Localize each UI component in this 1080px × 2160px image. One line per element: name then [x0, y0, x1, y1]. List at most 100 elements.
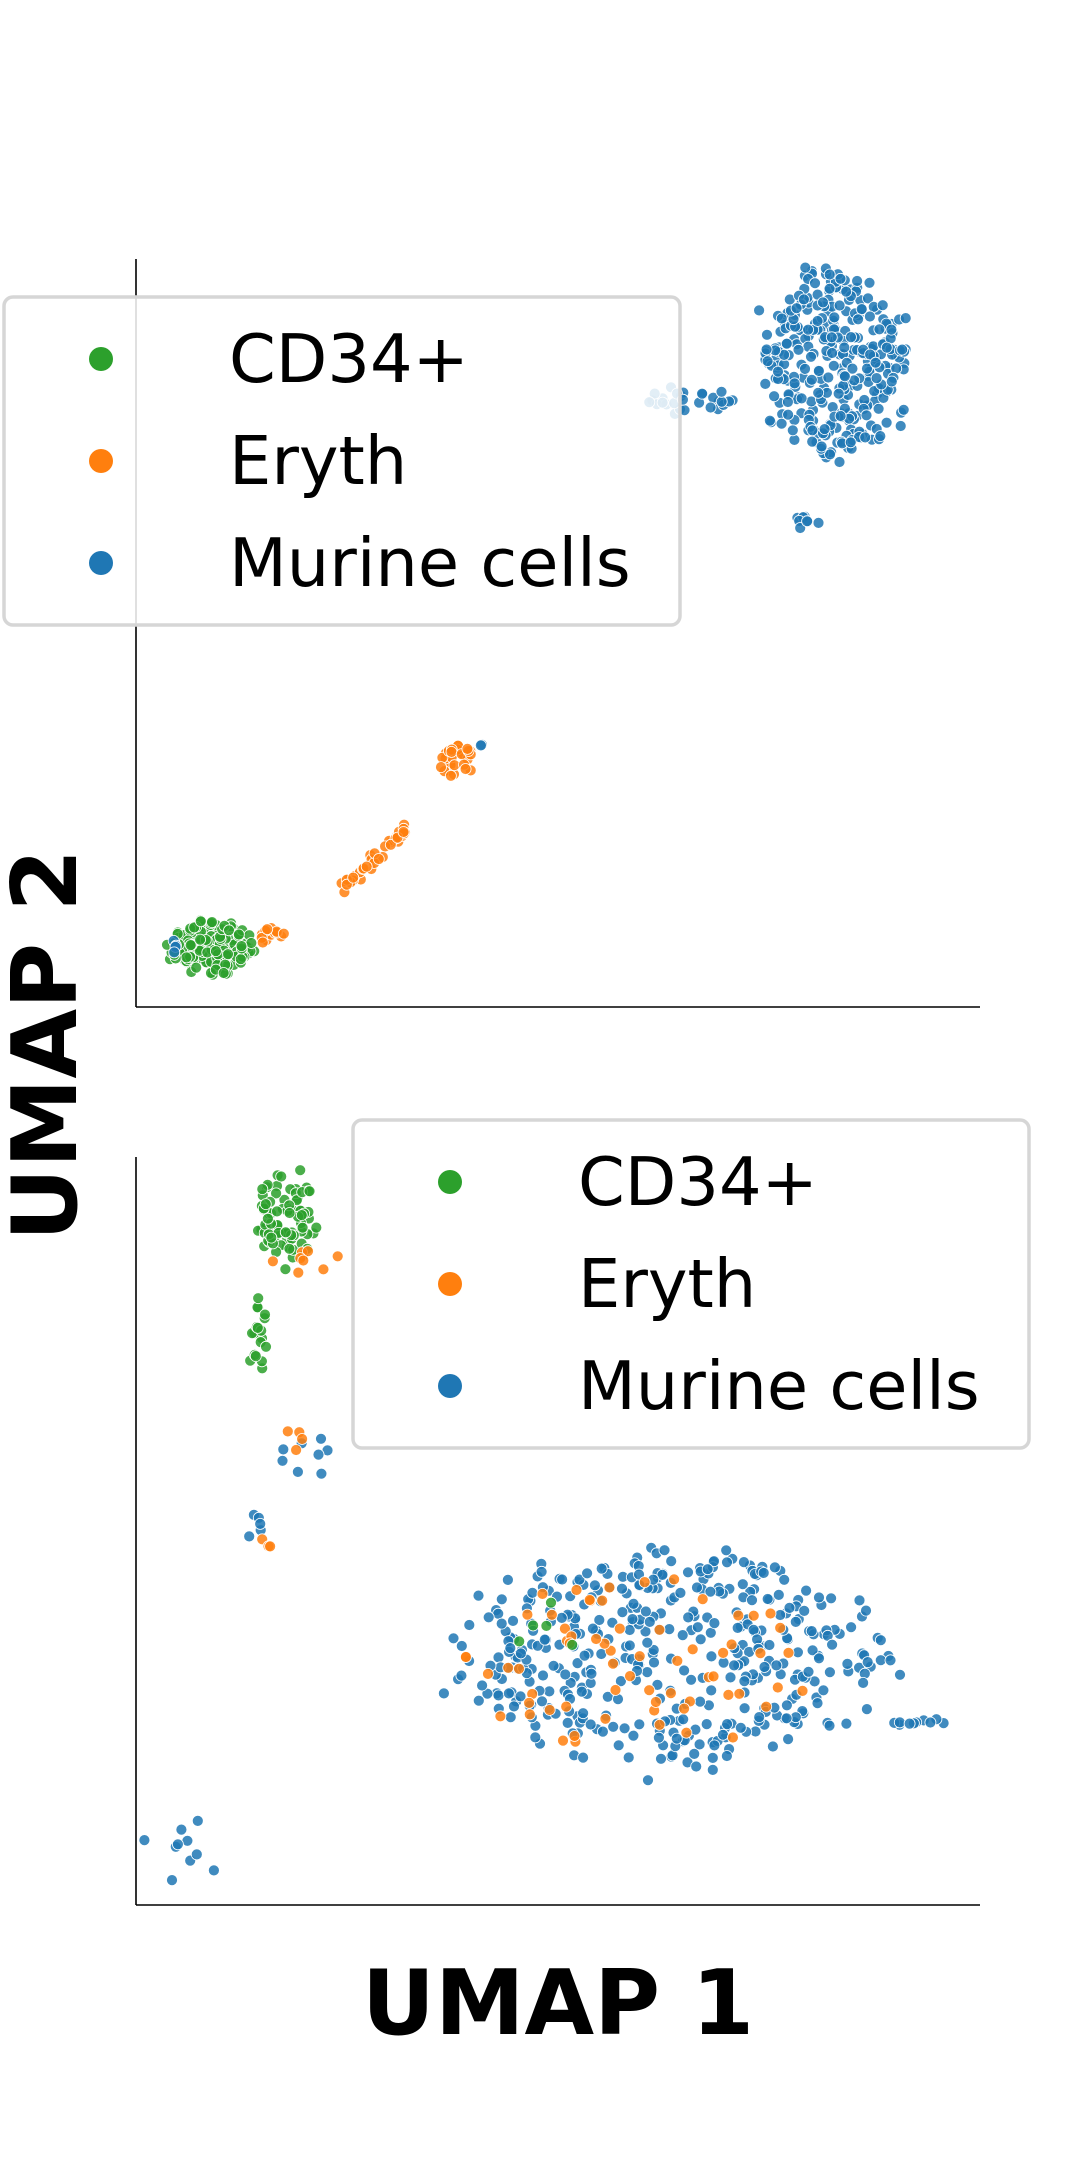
data-point — [444, 769, 457, 782]
data-point — [846, 362, 859, 375]
data-point — [782, 1733, 794, 1745]
data-point — [753, 304, 765, 317]
data-point — [283, 1242, 296, 1255]
data-point — [590, 1633, 602, 1645]
data-point — [235, 940, 248, 952]
data-point — [789, 1616, 802, 1628]
data-point — [747, 1609, 760, 1622]
data-point — [593, 1614, 606, 1626]
data-point — [806, 1644, 819, 1657]
data-point — [566, 1639, 579, 1651]
data-point — [495, 1617, 508, 1630]
data-point — [717, 1728, 729, 1741]
data-point — [508, 1700, 520, 1713]
data-point — [860, 1604, 872, 1617]
data-point — [222, 948, 234, 961]
data-point — [234, 953, 247, 966]
data-point — [903, 1717, 916, 1730]
legend-label-eryth: Eryth — [578, 1245, 756, 1323]
data-point — [805, 1625, 818, 1637]
data-point — [796, 1685, 809, 1697]
data-point — [515, 1647, 527, 1660]
data-point — [171, 1838, 184, 1851]
data-point — [696, 1593, 709, 1605]
data-point — [855, 303, 868, 316]
data-point — [184, 939, 197, 951]
data-point — [577, 1751, 589, 1764]
data-point — [603, 1581, 616, 1594]
data-point — [721, 1718, 733, 1730]
data-point — [571, 1657, 584, 1669]
data-point — [758, 1661, 771, 1673]
data-point — [833, 456, 846, 468]
data-point — [715, 385, 728, 398]
data-point — [265, 1231, 278, 1244]
data-point — [277, 927, 290, 940]
data-point — [641, 1636, 654, 1649]
data-point — [691, 1621, 704, 1634]
data-point — [872, 402, 885, 415]
data-point — [824, 448, 836, 461]
data-point — [596, 1594, 609, 1607]
data-point — [896, 343, 909, 356]
data-point — [782, 1647, 795, 1659]
data-point — [461, 743, 474, 755]
data-point — [437, 1687, 450, 1700]
data-point — [575, 1685, 588, 1698]
data-point — [715, 395, 728, 408]
legend-marker-cd34 — [438, 1170, 462, 1194]
data-point — [707, 1670, 720, 1683]
data-point — [217, 967, 230, 979]
data-point — [761, 355, 774, 368]
data-point — [845, 1621, 857, 1634]
data-point — [720, 1544, 733, 1557]
legend-marker-eryth — [438, 1272, 462, 1296]
data-point — [851, 275, 863, 287]
data-point — [209, 945, 222, 957]
data-point — [782, 408, 794, 421]
data-point — [624, 1670, 636, 1682]
data-point — [841, 1658, 854, 1670]
data-point — [547, 1659, 560, 1672]
data-point — [859, 431, 872, 444]
data-point — [259, 1308, 271, 1321]
data-point — [623, 1639, 636, 1652]
data-point — [861, 1703, 873, 1715]
data-point — [138, 1834, 151, 1846]
data-point — [653, 1731, 665, 1744]
data-point — [870, 372, 883, 385]
data-point — [564, 1677, 577, 1689]
data-point — [772, 365, 784, 378]
data-point — [874, 430, 887, 443]
data-point — [833, 299, 846, 312]
data-point — [857, 1677, 869, 1689]
data-point — [893, 1716, 906, 1729]
data-point — [678, 1664, 690, 1677]
data-point — [270, 1187, 283, 1200]
data-point — [691, 1581, 703, 1594]
data-point — [279, 1263, 292, 1276]
data-point — [535, 1565, 548, 1578]
data-point — [501, 1574, 514, 1586]
data-point — [191, 1815, 204, 1827]
data-point — [708, 1555, 720, 1568]
data-point — [775, 312, 788, 325]
data-point — [587, 1622, 599, 1635]
legend-label-murine: Murine cells — [229, 524, 631, 602]
data-point — [705, 1684, 718, 1697]
data-point — [312, 1448, 325, 1461]
data-point — [770, 1659, 783, 1672]
data-point — [570, 1584, 583, 1596]
data-point — [764, 414, 776, 427]
data-point — [492, 1651, 505, 1664]
data-point — [811, 1697, 824, 1709]
data-point — [581, 1567, 593, 1580]
data-point — [504, 1711, 517, 1724]
data-point — [805, 350, 817, 363]
data-point — [223, 924, 235, 937]
scatter-panel-top: CD34+ Eryth Murine cells — [2, 259, 980, 1008]
data-point — [641, 1666, 654, 1678]
data-point — [832, 387, 845, 400]
data-point — [502, 1687, 515, 1700]
data-point — [734, 1721, 747, 1734]
